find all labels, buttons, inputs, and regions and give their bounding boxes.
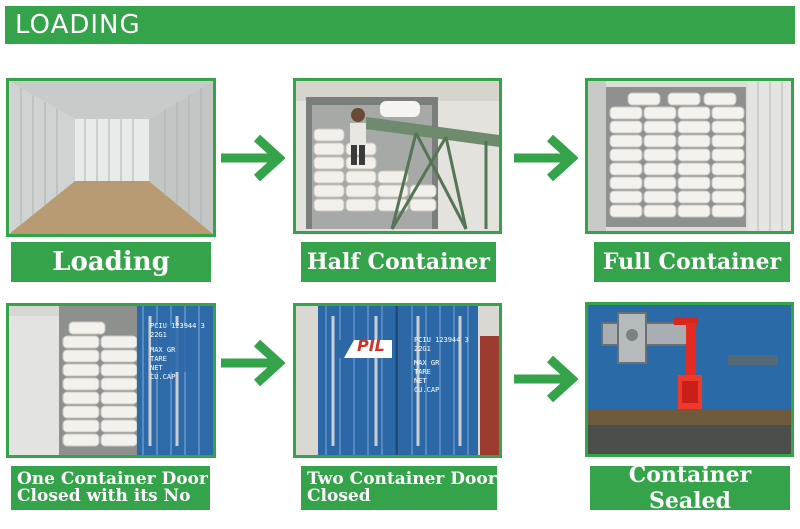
container-code-b: 22G1 — [414, 345, 431, 353]
spec-line: TARE — [414, 368, 431, 376]
arrow-right-icon — [219, 135, 285, 181]
step-label-loading: Loading — [11, 242, 211, 282]
step-label-half-container: Half Container — [301, 242, 496, 282]
brand-text: PIL — [357, 336, 385, 355]
spec-line: NET — [414, 377, 427, 385]
step-label-two-doors-closed: Two Container Door Closed — [301, 466, 497, 510]
step-label-one-door-closed: One Container Door Closed with its No — [11, 466, 210, 510]
photo-half-container — [293, 78, 502, 234]
step-label-text: Half Container — [306, 249, 491, 275]
photo-empty-container — [6, 78, 216, 237]
header-bar: LOADING — [5, 6, 795, 44]
photo-full-container — [585, 78, 794, 234]
container-code-b: 22G1 — [150, 331, 167, 339]
photo-one-door-closed — [6, 303, 216, 458]
spec-line: TARE — [150, 355, 167, 363]
step-label-line2: Closed with its No — [17, 486, 191, 506]
page-title: LOADING — [15, 10, 141, 40]
step-label-line1: Two Container Door — [307, 469, 497, 489]
arrow-right-icon — [219, 340, 285, 386]
spec-line: NET — [150, 364, 163, 372]
container-code-a: PCIU 123944 3 — [150, 322, 205, 330]
container-brand-logo: PIL — [357, 337, 385, 355]
arrow-right-icon — [512, 135, 578, 181]
container-code-two-door: PCIU 123944 3 22G1 MAX GR TARE NET CU.CA… — [414, 336, 474, 395]
photo-container-sealed — [585, 302, 794, 457]
step-label-text: Loading — [52, 247, 170, 277]
step-label-text: Full Container — [602, 249, 782, 275]
step-label-line1: One Container Door — [17, 469, 208, 489]
step-label-full-container: Full Container — [594, 242, 790, 282]
step-label-text: Container Sealed — [628, 462, 752, 514]
arrow-right-icon — [512, 356, 578, 402]
step-label-line2: Closed — [307, 486, 371, 506]
spec-line: MAX GR — [150, 346, 176, 354]
photo-two-doors-closed — [293, 303, 502, 458]
container-code-one-door: PCIU 123944 3 22G1 MAX GR TARE NET CU.CA… — [150, 322, 208, 382]
step-label-container-sealed: Container Sealed — [590, 462, 790, 514]
spec-line: CU.CAP — [150, 373, 176, 381]
spec-line: MAX GR — [414, 359, 440, 367]
spec-line: CU.CAP — [414, 386, 440, 394]
container-code-a: PCIU 123944 3 — [414, 336, 469, 344]
